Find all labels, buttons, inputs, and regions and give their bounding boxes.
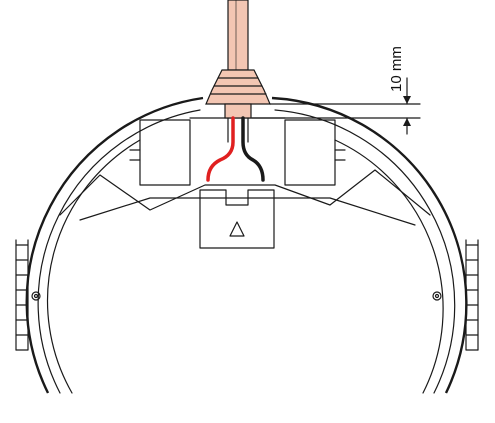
mounting-clamp-right [432, 239, 479, 351]
screw-icon [432, 291, 442, 301]
mounting-clamp-left [15, 239, 41, 351]
cable-sheath [227, 0, 249, 71]
cable [227, 0, 249, 71]
cover-plate [59, 169, 431, 226]
wire-red [206, 116, 235, 182]
dimension-label: 10 mm [388, 46, 405, 92]
wire-black [241, 116, 265, 182]
terminal-bracket [129, 117, 346, 186]
housing-outer-ring [25, 96, 468, 394]
dimension-annotation: 10 mm [251, 46, 421, 135]
housing-inner-ring [37, 109, 456, 394]
screw-icon [31, 291, 41, 301]
wires [206, 116, 265, 182]
triangle-icon [229, 221, 245, 237]
cable-grommet [205, 69, 271, 119]
connector-block [199, 189, 275, 249]
